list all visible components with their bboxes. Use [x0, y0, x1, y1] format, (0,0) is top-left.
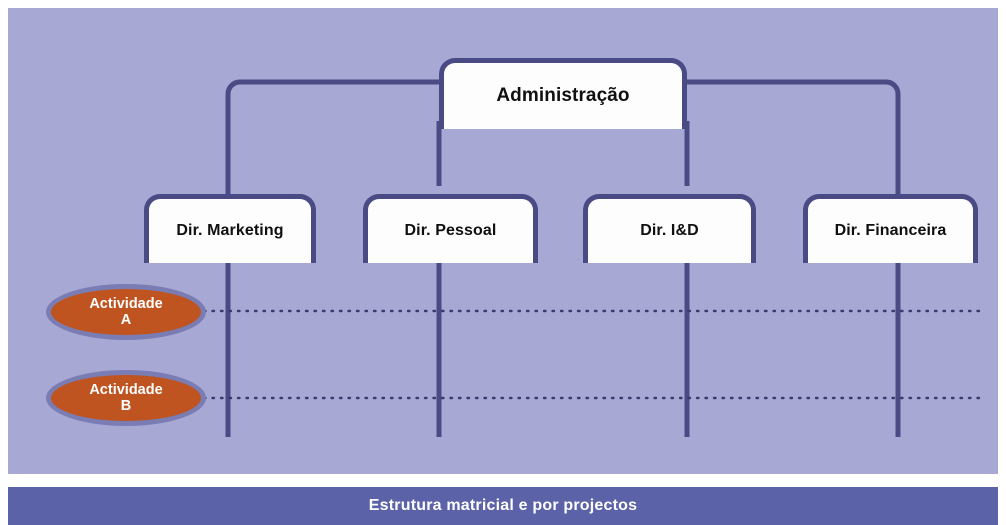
- activity-label-line1: Actividade: [89, 295, 163, 312]
- org-node-administracao[interactable]: Administração: [439, 58, 687, 129]
- org-node-dir-financeira[interactable]: Dir. Financeira: [803, 194, 978, 263]
- org-node-label: Dir. I&D: [640, 222, 699, 239]
- connector-lines: [202, 79, 985, 437]
- activity-label-line2: B: [120, 398, 132, 414]
- caption-text: Estrutura matricial e por projectos: [368, 497, 638, 514]
- org-node-dir-id[interactable]: Dir. I&D: [583, 194, 756, 263]
- org-node-label: Dir. Pessoal: [404, 222, 497, 239]
- org-node-label: Administração: [496, 85, 630, 106]
- org-node-dir-marketing[interactable]: Dir. Marketing: [144, 194, 316, 263]
- org-node-dir-pessoal[interactable]: Dir. Pessoal: [363, 194, 538, 263]
- activity-label-line2: A: [120, 312, 132, 328]
- activity-node-b[interactable]: Actividade B: [46, 370, 206, 426]
- activity-label-line1: Actividade: [89, 381, 163, 398]
- org-node-label: Dir. Financeira: [834, 222, 947, 239]
- caption-banner: Estrutura matricial e por projectos: [8, 487, 998, 525]
- activity-node-a[interactable]: Actividade A: [46, 284, 206, 340]
- org-node-label: Dir. Marketing: [176, 222, 284, 239]
- diagram-panel: Administração Dir. Marketing Dir. Pessoa…: [8, 8, 998, 474]
